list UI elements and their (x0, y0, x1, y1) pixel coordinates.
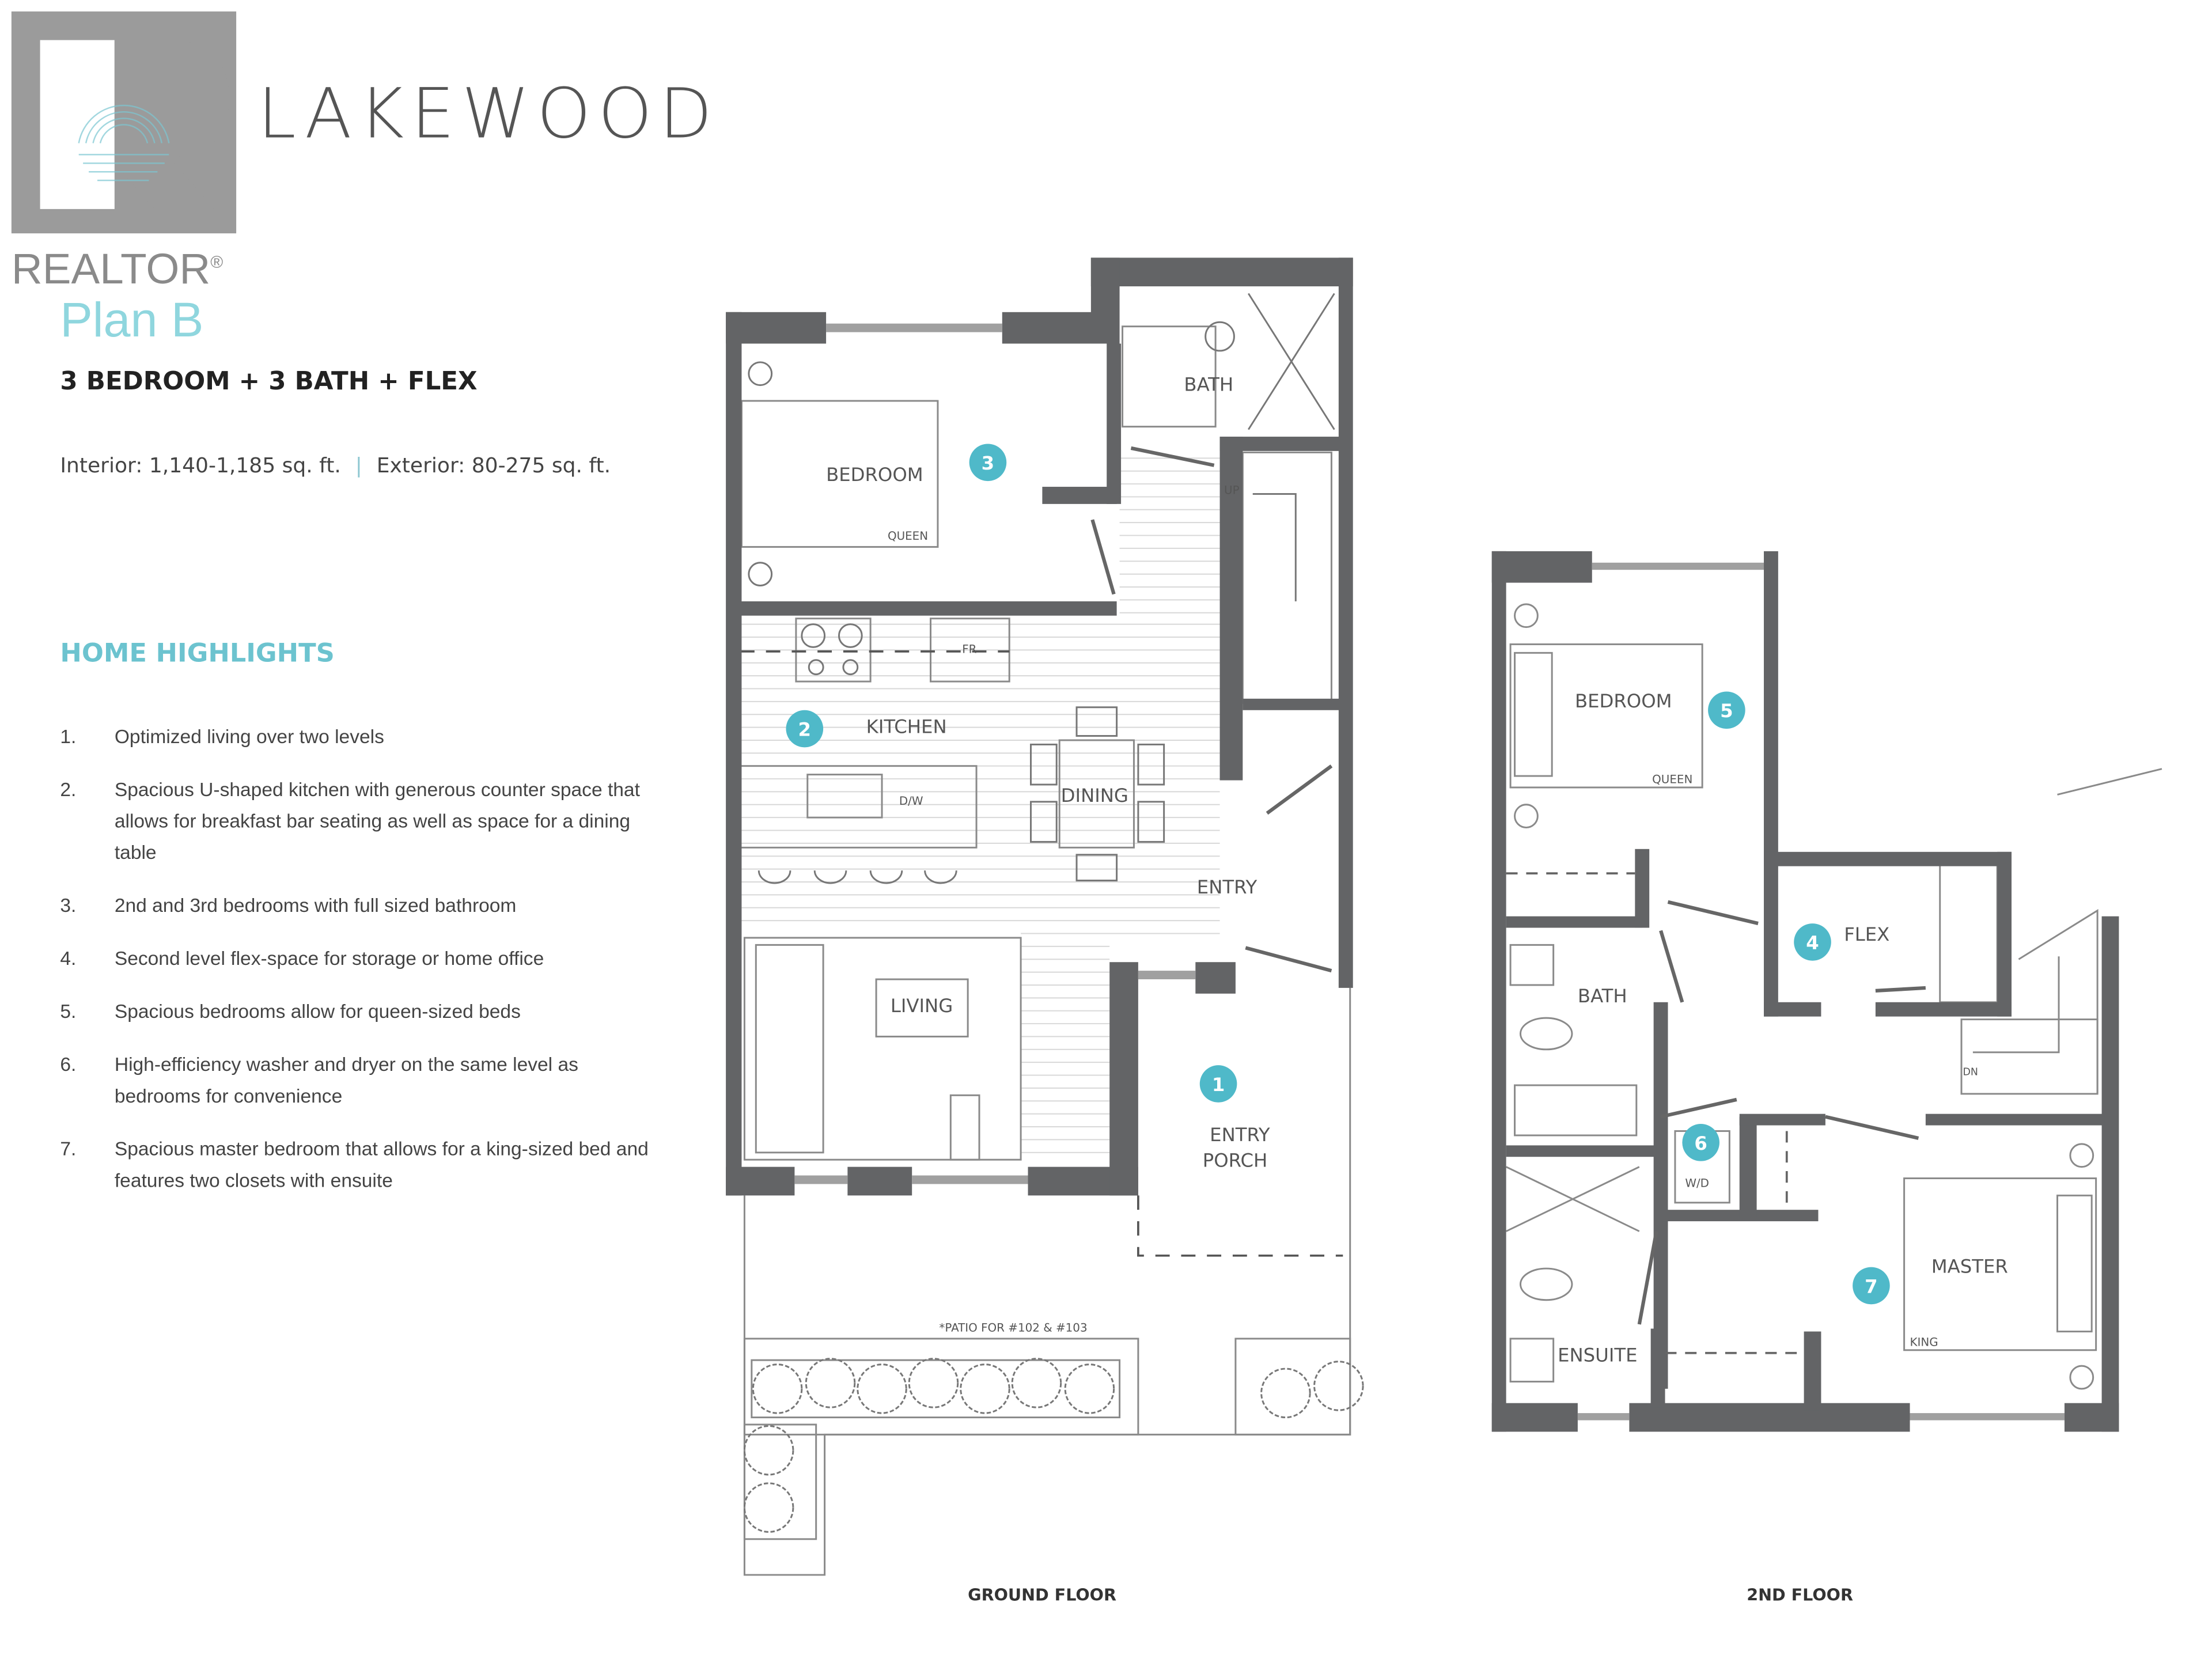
marker-7: 7 (1865, 1275, 1877, 1297)
bed-size-label: QUEEN (888, 529, 928, 543)
ground-trees (743, 1358, 1364, 1533)
room-label-entry-porch: ENTRY (1210, 1124, 1270, 1146)
marker-6: 6 (1694, 1133, 1707, 1154)
room-label-entry: ENTRY (1197, 876, 1257, 898)
shrub-icon (1313, 1361, 1364, 1411)
highlight-item: 4. Second level flex-space for storage or… (60, 944, 676, 975)
highlight-item: 3. 2nd and 3rd bedrooms with full sized b… (60, 891, 676, 922)
highlight-item: 7. Spacious master bedroom that allows fo… (60, 1134, 676, 1196)
second-walls (1491, 551, 2119, 1432)
second-doors (1637, 900, 1926, 1325)
ground-floor-plan: BEDROOM QUEEN BATH UP FR KITCHEN D/W DIN… (726, 257, 1364, 1605)
highlight-number: 5. (60, 1001, 77, 1022)
ground-labels: BEDROOM QUEEN BATH UP FR KITCHEN D/W DIN… (826, 374, 1270, 1605)
bed-size-label: KING (1910, 1335, 1938, 1349)
realtor-logo (11, 11, 237, 234)
brand-name: LAKEWOOD (257, 74, 719, 155)
marker-4: 4 (1806, 932, 1819, 954)
plan-subtitle: 3 BEDROOM + 3 BATH + FLEX (60, 368, 478, 397)
highlight-item: 6. High-efficiency washer and dryer on th… (60, 1050, 676, 1112)
room-label-bedroom: BEDROOM (826, 464, 923, 486)
room-label-bath: BATH (1578, 985, 1627, 1007)
shrub-icon (1260, 1368, 1311, 1419)
second-windows (1577, 562, 2065, 1421)
stair-down-label: DN (1963, 1067, 1978, 1078)
fridge-label: FR (962, 642, 976, 656)
marker-2: 2 (798, 718, 811, 740)
room-label-bedroom: BEDROOM (1575, 690, 1672, 712)
highlight-item: 5. Spacious bedrooms allow for queen-size… (60, 997, 676, 1028)
area-info: Interior: 1,140-1,185 sq. ft. | Exterior: … (60, 455, 611, 478)
shrub-icon (1011, 1358, 1062, 1408)
highlights-title: HOME HIGHLIGHTS (60, 638, 335, 669)
exterior-area: Exterior: 80-275 sq. ft. (376, 455, 611, 479)
shrub-icon (857, 1364, 907, 1414)
highlight-text: Optimized living over two levels (114, 726, 384, 748)
shrub-icon (908, 1358, 959, 1408)
highlight-text: 2nd and 3rd bedrooms with full sized bat… (114, 895, 517, 917)
highlight-number: 3. (60, 895, 77, 917)
porch-boundary (740, 650, 1343, 1257)
highlight-number: 2. (60, 779, 77, 801)
highlight-item: 2. Spacious U-shaped kitchen with generou… (60, 775, 676, 869)
realtor-wordmark: REALTOR® (12, 238, 223, 295)
ground-windows (794, 323, 1196, 1184)
furniture (748, 293, 1335, 884)
washer-dryer-label: W/D (1685, 1176, 1709, 1190)
shrub-icon (743, 1425, 794, 1476)
highlight-text: Spacious master bedroom that allows for … (114, 1138, 649, 1191)
interior-area: Interior: 1,140-1,185 sq. ft. (60, 455, 341, 479)
second-floor-plan: BEDROOM QUEEN FLEX BATH DN W/D MASTER KI… (1491, 551, 2162, 1605)
plan-title: Plan B (60, 293, 204, 348)
closet-lines (1506, 872, 1804, 1354)
room-label-entry-porch: PORCH (1203, 1150, 1268, 1172)
marker-1: 1 (1212, 1074, 1225, 1096)
highlight-text: Second level flex-space for storage or h… (114, 948, 544, 969)
shrub-icon (743, 1482, 794, 1533)
dishwasher-label: D/W (899, 794, 923, 808)
second-floor-title: 2ND FLOOR (1747, 1585, 1853, 1605)
room-label-flex: FLEX (1844, 923, 1889, 945)
realtor-text: REALTOR (11, 246, 211, 294)
registered-mark: ® (210, 252, 224, 272)
ground-walls (726, 257, 1353, 1196)
ground-markers: 1 2 3 (786, 444, 1237, 1103)
second-labels: BEDROOM QUEEN FLEX BATH DN W/D MASTER KI… (1558, 690, 2008, 1605)
bed-size-label: QUEEN (1652, 773, 1692, 786)
highlight-text: High-efficiency washer and dryer on the … (114, 1054, 578, 1107)
room-label-kitchen: KITCHEN (866, 716, 947, 738)
room-label-master: MASTER (1931, 1256, 2008, 1278)
ground-doors (1090, 446, 1333, 973)
marker-5: 5 (1720, 700, 1733, 722)
highlight-text: Spacious U-shaped kitchen with generous … (114, 779, 640, 864)
area-separator: | (355, 455, 362, 479)
highlight-text: Spacious bedrooms allow for queen-sized … (114, 1001, 521, 1022)
highlight-number: 7. (60, 1138, 77, 1160)
highlights-list: 1. Optimized living over two levels 2. Spa… (60, 722, 676, 1197)
stair-up-label: UP (1224, 483, 1240, 497)
room-label-bath: BATH (1184, 374, 1233, 396)
shrub-icon (752, 1364, 803, 1414)
highlight-item: 1. Optimized living over two levels (60, 722, 676, 753)
patio-note: *PATIO FOR #102 & #103 (939, 1321, 1087, 1334)
floor-hatching (740, 457, 1220, 1153)
room-label-dining: DINING (1061, 785, 1128, 806)
marker-3: 3 (982, 452, 994, 474)
highlight-number: 6. (60, 1054, 77, 1075)
ground-floor-title: GROUND FLOOR (968, 1585, 1116, 1605)
room-label-ensuite: ENSUITE (1558, 1345, 1637, 1366)
room-label-living: LIVING (891, 995, 953, 1017)
highlight-number: 4. (60, 948, 77, 969)
second-markers: 4 5 6 7 (1682, 691, 1890, 1305)
lakewood-emblem-icon (78, 104, 170, 181)
shrub-icon (805, 1358, 856, 1408)
highlight-number: 1. (60, 726, 77, 748)
shrub-icon (1064, 1364, 1115, 1414)
shrub-icon (960, 1364, 1010, 1414)
